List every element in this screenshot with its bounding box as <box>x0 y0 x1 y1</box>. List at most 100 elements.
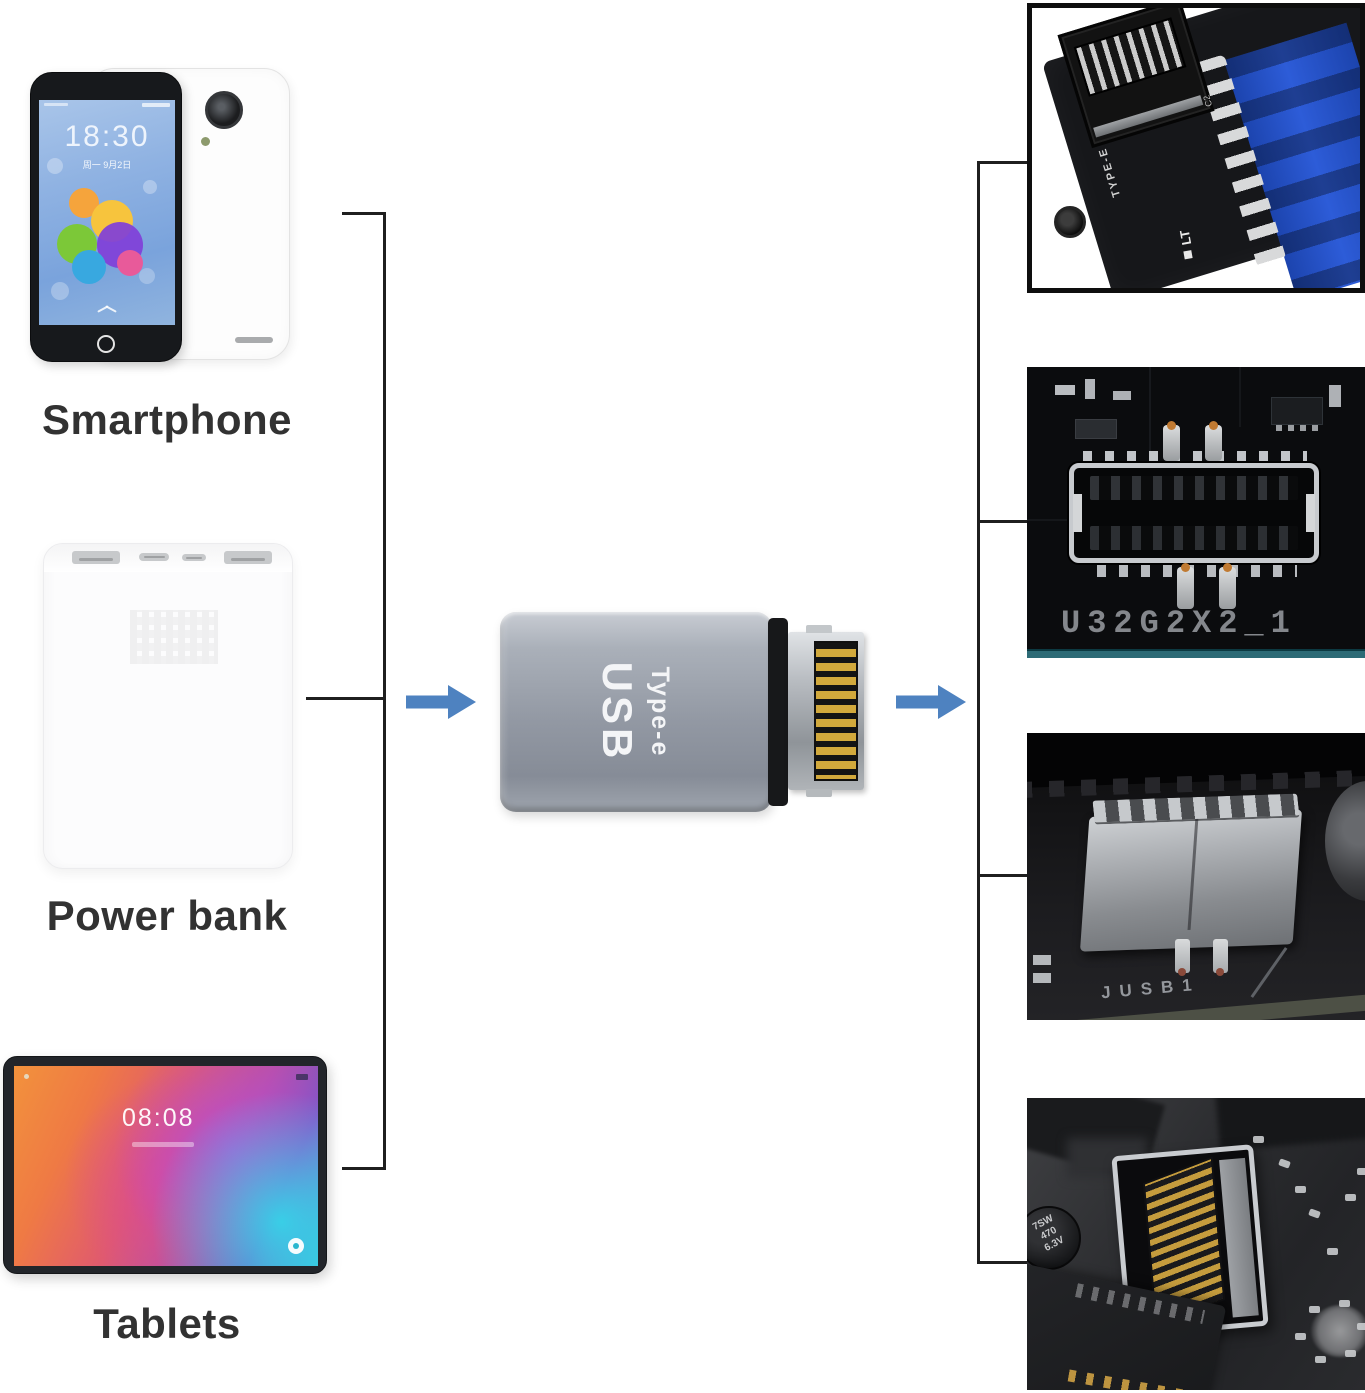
smd-ic <box>1271 397 1323 431</box>
solder-pad <box>1309 1306 1320 1313</box>
solder-pad <box>1357 1323 1365 1330</box>
adapter-body <box>500 612 772 812</box>
solder-post <box>1219 563 1236 609</box>
chevron-up-icon <box>97 304 117 313</box>
line-photo-2 <box>977 520 1027 523</box>
adapter-print-line1: Type-e <box>646 666 675 758</box>
pcb-edge-strip <box>1027 649 1365 658</box>
blurred-component <box>1214 1098 1365 1152</box>
carrier-text-blur <box>44 103 68 106</box>
capacitor-marking: 7SW 470 6.3V <box>1027 1204 1084 1264</box>
line-powerbank <box>306 697 386 700</box>
silkscreen-line <box>1250 947 1288 998</box>
mounting-hole <box>1054 206 1086 238</box>
photo-motherboard-header-topdown: U32G2X2_1 <box>1027 367 1365 658</box>
signal-battery-icons <box>142 103 170 107</box>
smartphone-screen: 18:30 周一 9月2日 <box>39 100 175 325</box>
type-e-male-connector <box>788 625 864 797</box>
tablet-image: 08:08 <box>3 1056 327 1274</box>
smartphone-label: Smartphone <box>41 396 293 443</box>
solder-pad <box>1295 1333 1306 1340</box>
adapter-print: Type-e USB <box>534 606 734 818</box>
smd-resistor <box>1113 391 1131 400</box>
powerbank-top-face <box>44 544 292 572</box>
smd-resistor <box>1329 385 1341 407</box>
capacitor: 7SW 470 6.3V <box>1027 1206 1081 1270</box>
solder-tabs <box>1097 565 1297 577</box>
solder-pad <box>1345 1194 1356 1201</box>
right-bracket-line <box>977 161 980 1264</box>
smd-resistor <box>1055 385 1075 395</box>
gold-pin-tips <box>1067 1369 1188 1390</box>
solder-post <box>1163 421 1180 461</box>
socket-clip <box>1306 494 1315 532</box>
line-smartphone <box>342 212 386 215</box>
tablet-time: 08:08 <box>122 1104 195 1132</box>
status-bar <box>44 103 170 109</box>
solder-leg <box>1175 939 1190 976</box>
capacitor <box>1325 781 1365 901</box>
socket-contacts <box>1090 476 1298 500</box>
adapter-gasket <box>768 618 788 806</box>
socket-contacts <box>1090 526 1298 550</box>
solder-pad <box>1357 1168 1365 1175</box>
home-button-icon <box>97 335 115 353</box>
socket-clip <box>1073 494 1082 532</box>
balloon-pink <box>117 250 143 276</box>
type-e-socket <box>1069 463 1319 563</box>
battery-icon <box>296 1074 308 1080</box>
speaker-slot <box>235 337 273 343</box>
lockscreen-time: 18:30 <box>64 120 150 153</box>
adapter-print-line2: USB <box>594 661 642 763</box>
pcb-trace <box>1149 367 1151 452</box>
smd-component <box>1033 955 1051 965</box>
powerbank-label: Power bank <box>46 892 288 939</box>
pcb-trace <box>1239 367 1241 427</box>
left-bracket-line <box>383 212 386 1170</box>
solder-pad <box>1327 1248 1338 1255</box>
photo-motherboard-header-vertical: 7SW 470 6.3V <box>1027 1098 1365 1390</box>
blurred-capacitor-top <box>1311 1305 1365 1357</box>
arrow-right-icon <box>406 685 476 719</box>
solder-pad <box>1253 1136 1264 1143</box>
camera-flash-icon <box>201 137 210 146</box>
silkscreen-jusb1: JUSB1 <box>1100 974 1202 1003</box>
powerbank-image <box>43 543 293 869</box>
solder-pad <box>1339 1300 1350 1307</box>
micro-usb-port-icon <box>139 553 169 561</box>
usb-type-e-adapter-image: Type-e USB <box>500 608 870 816</box>
balloon-blue <box>72 250 106 284</box>
photo-type-e-adapter-board: TYPE-E C2 LT <box>1027 3 1365 293</box>
solder-post <box>1177 563 1194 609</box>
smd-component <box>1033 973 1051 983</box>
balloon-faint <box>143 180 157 194</box>
smd-ic <box>1075 419 1117 439</box>
usb-a-port-icon <box>224 551 272 564</box>
balloon-faint <box>47 158 63 174</box>
tablets-label: Tablets <box>93 1300 241 1347</box>
header-metal-face <box>1219 1157 1259 1318</box>
camera-shortcut-icon <box>288 1238 304 1254</box>
smartphone-front-image: 18:30 周一 9月2日 <box>30 72 182 362</box>
silkscreen-lt: LT <box>1176 228 1195 247</box>
photo-motherboard-header-side: JUSB1 <box>1027 733 1365 1020</box>
shell-seam <box>1187 818 1199 930</box>
line-photo-3 <box>977 874 1027 877</box>
gold-pins <box>814 641 858 781</box>
balloon-faint <box>51 282 69 300</box>
solder-tabs <box>1083 451 1307 463</box>
line-tablet <box>342 1167 386 1170</box>
pcb-trace <box>1027 519 1067 521</box>
solder-pad <box>1278 1158 1291 1169</box>
smd-resistor <box>1085 379 1095 399</box>
arrow-right-icon <box>896 685 966 719</box>
solder-pad <box>1308 1208 1321 1219</box>
solder-post <box>1205 421 1222 461</box>
solder-pad <box>1295 1186 1306 1193</box>
led-display-blur <box>130 610 218 664</box>
header-contacts <box>1073 17 1187 97</box>
solder-pad <box>1315 1356 1326 1363</box>
front-camera-icon <box>24 1074 29 1079</box>
tablet-screen: 08:08 <box>14 1066 318 1266</box>
